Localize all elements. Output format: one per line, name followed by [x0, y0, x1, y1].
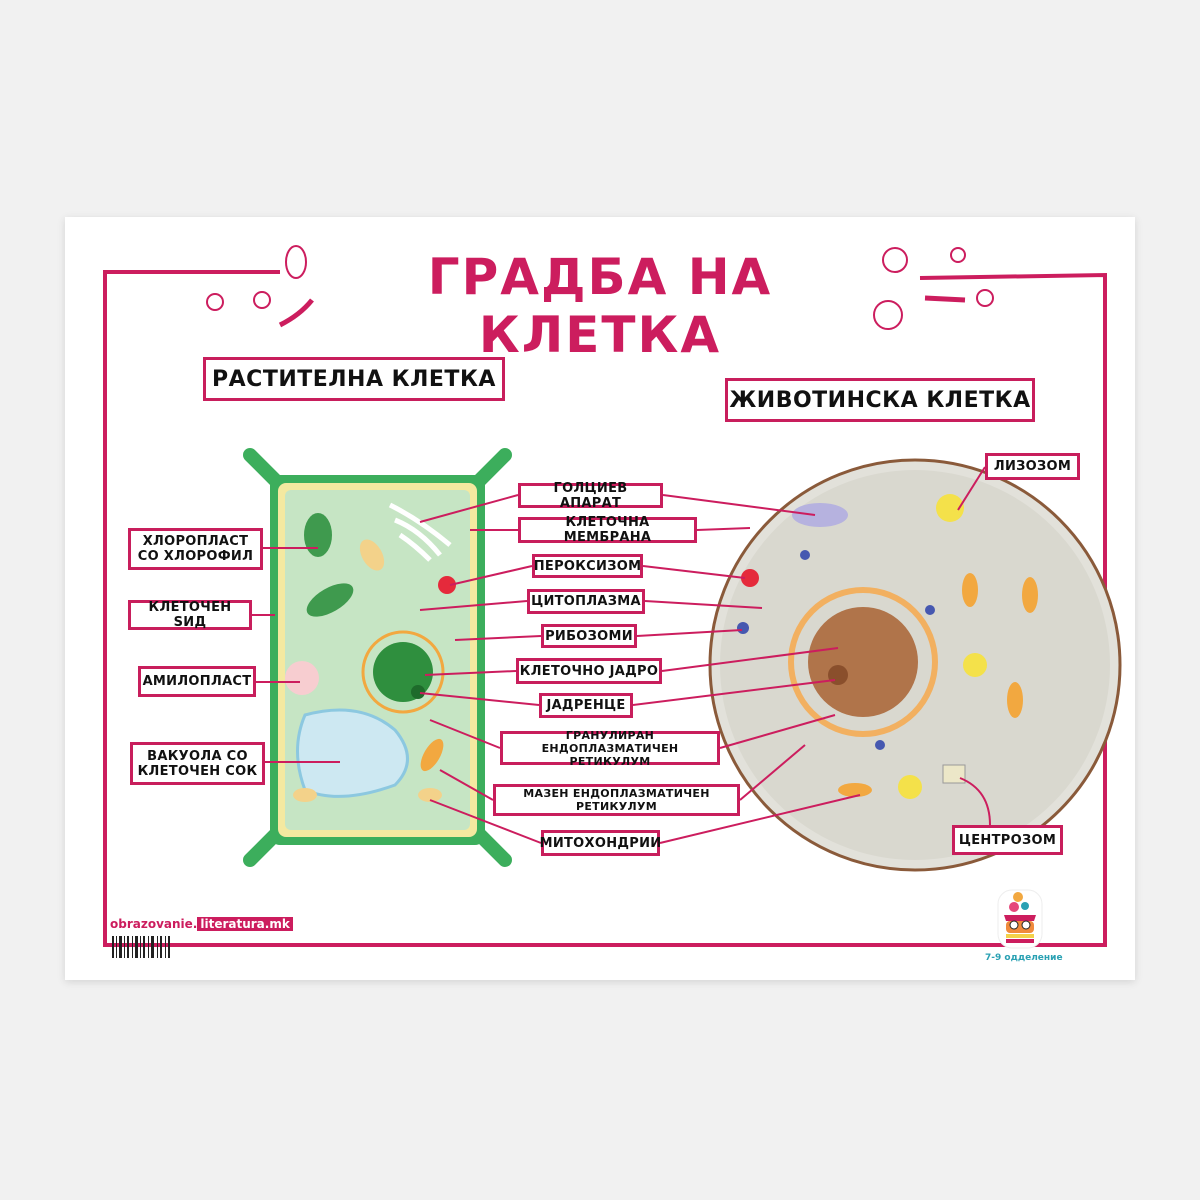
mascot-owl-logo: [997, 889, 1043, 949]
microbe-decorations: [206, 245, 994, 330]
label-lysosome: ЛИЗОЗОМ: [985, 453, 1080, 480]
label-ribosomes: РИБОЗОМИ: [541, 624, 637, 648]
label-vacuole: ВАКУОЛА СО КЛЕТОЧЕН СОК: [130, 742, 265, 785]
grade-label: 7-9 одделение: [985, 953, 1063, 963]
label-chloroplast: ХЛОРОПЛАСТ СО ХЛОРОФИЛ: [128, 528, 263, 570]
label-cytoplasm: ЦИТОПЛАЗМА: [527, 589, 645, 614]
pointer-arrows: [252, 466, 991, 844]
animal-cell-heading: ЖИВОТИНСКА КЛЕТКА: [725, 378, 1035, 422]
label-mitochondria: МИТОХОНДРИИ: [540, 830, 661, 856]
publisher-logo: obrazovanie.literatura.mk: [110, 917, 293, 931]
label-centrosome: ЦЕНТРОЗОМ: [952, 825, 1063, 855]
label-golgi: ГОЛЦИЕВ АПАРАТ: [518, 481, 663, 511]
label-nucleus: КЛЕТОЧНО ЈАДРО: [516, 658, 662, 684]
label-cell-wall: КЛЕТОЧЕН ЅИД: [128, 600, 252, 630]
plant-cell: [243, 448, 512, 867]
label-amyloplast: АМИЛОПЛАСТ: [138, 666, 256, 697]
label-membrane: КЛЕТОЧНА МЕМБРАНА: [518, 515, 697, 545]
frame-border: [103, 270, 1107, 947]
plant-cell-heading: РАСТИТЕЛНА КЛЕТКА: [203, 357, 505, 401]
page-title: ГРАДБА НА КЛЕТКА: [427, 248, 773, 364]
label-rough-er: ГРАНУЛИРАН ЕНДОПЛАЗМАТИЧЕН РЕТИКУЛУМ: [500, 729, 720, 768]
label-peroxisome: ПЕРОКСИЗОМ: [532, 554, 643, 578]
animal-cell: [708, 458, 1122, 872]
label-smooth-er: МАЗЕН ЕНДОПЛАЗМАТИЧЕН РЕТИКУЛУМ: [493, 784, 740, 816]
barcode: [112, 936, 170, 958]
label-nucleolus: ЈАДРЕНЦЕ: [539, 693, 633, 718]
